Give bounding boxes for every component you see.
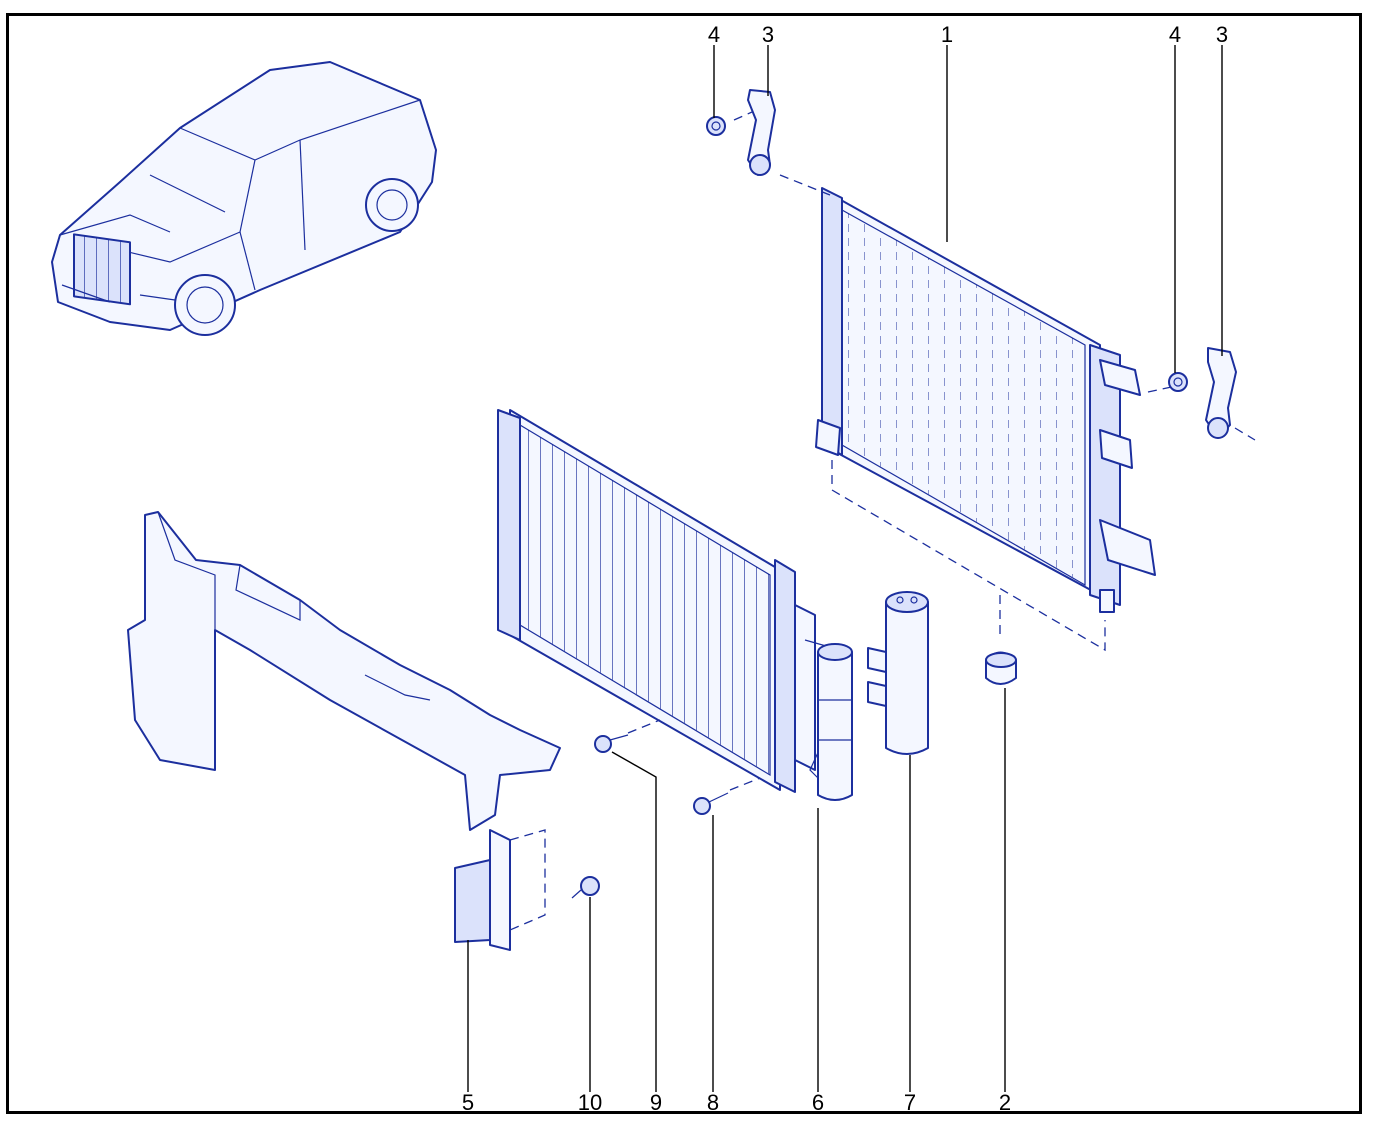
ac-condenser — [497, 409, 843, 793]
callout-6: 6 — [812, 1090, 824, 1115]
callout-7: 7 — [904, 1090, 916, 1115]
callout-3-lower: 3 — [1216, 22, 1228, 47]
bushing-nut-lower — [1168, 372, 1188, 392]
screw-9 — [594, 734, 629, 753]
callout-8: 8 — [707, 1090, 719, 1115]
leader-lines — [467, 45, 1223, 1092]
dehydrator-canister — [817, 643, 853, 801]
callout-9: 9 — [650, 1090, 662, 1115]
radiator — [815, 187, 1156, 613]
bolt-8 — [693, 792, 729, 815]
callout-4-upper: 4 — [708, 22, 720, 47]
mounting-bracket-upper — [747, 89, 776, 176]
callout-2: 2 — [999, 1090, 1011, 1115]
clip-10 — [571, 876, 600, 899]
bushing-nut-upper — [706, 116, 726, 136]
callout-1: 1 — [941, 22, 953, 47]
rubber-grommet — [985, 651, 1017, 685]
air-deflector-panel — [127, 511, 561, 951]
mounting-bracket-lower — [1205, 347, 1237, 439]
callout-10: 10 — [578, 1090, 602, 1115]
callout-4-lower: 4 — [1169, 22, 1181, 47]
callout-5: 5 — [462, 1090, 474, 1115]
callout-3-upper: 3 — [762, 22, 774, 47]
vehicle-illustration — [51, 61, 437, 336]
receiver-drier — [867, 591, 929, 755]
